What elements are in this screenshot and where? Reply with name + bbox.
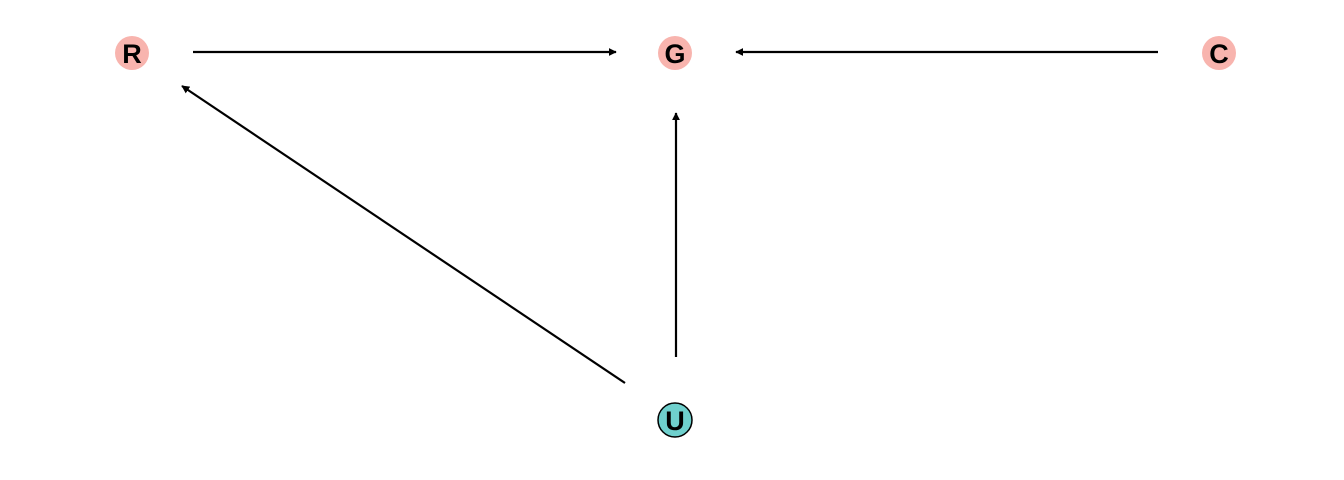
nodes: R G C U <box>115 36 1236 438</box>
edge-u-to-r <box>181 85 626 384</box>
node-r: R <box>115 36 149 70</box>
edges <box>181 48 1158 384</box>
node-u-label: U <box>665 406 685 436</box>
node-g-label: G <box>664 39 685 69</box>
node-r-circle <box>115 36 149 70</box>
node-r-label: R <box>122 39 142 69</box>
node-c-circle <box>1202 36 1236 70</box>
node-g-circle <box>658 36 692 70</box>
node-u: U <box>657 402 693 438</box>
node-c: C <box>1202 36 1236 70</box>
node-c-label: C <box>1209 39 1229 69</box>
node-g: G <box>658 36 692 70</box>
node-u-circle <box>657 402 693 438</box>
